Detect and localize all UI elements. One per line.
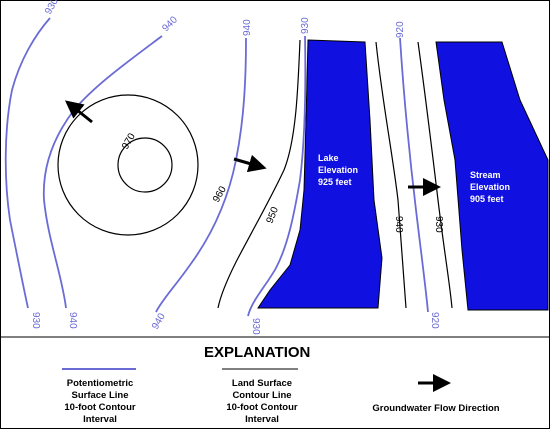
land-label-930: 930 xyxy=(433,216,444,233)
flow-arrow-northwest xyxy=(64,100,93,124)
land-label-970: 970 xyxy=(120,131,138,151)
lake-label-line2: Elevation xyxy=(318,165,358,175)
legend-land-text-1: Land Surface xyxy=(232,378,292,389)
pot-label-920-stream-bottom: 920 xyxy=(429,312,440,329)
stream-label-line2: Elevation xyxy=(470,182,510,192)
land-label-940: 940 xyxy=(393,216,404,233)
pot-line-930-west xyxy=(4,17,51,309)
pot-label-940-bottom-left: 940 xyxy=(67,312,78,329)
lake-label-line1: Lake xyxy=(318,153,339,163)
land-label-950: 950 xyxy=(265,205,282,225)
land-contour-950 xyxy=(217,39,301,309)
legend-land-text-2: Contour Line xyxy=(232,390,291,401)
pot-line-930-lakeshore xyxy=(247,35,307,317)
stream-label-line1: Stream xyxy=(470,170,501,180)
land-contour-940 xyxy=(375,41,407,309)
lake-label-line3: 925 feet xyxy=(318,177,352,187)
pot-label-930-bottom: 930 xyxy=(30,312,41,329)
legend-pot-text-1: Potentiometric xyxy=(67,378,134,389)
legend-land-text-4: Interval xyxy=(245,414,279,425)
pot-line-940-central xyxy=(155,37,247,313)
stream-label-line3: 905 feet xyxy=(470,194,504,204)
flow-arrow-east-1 xyxy=(233,154,267,173)
pot-label-920-stream-top: 920 xyxy=(395,21,406,38)
pot-label-940-col: 940 xyxy=(242,19,253,36)
stream-polygon xyxy=(435,41,549,311)
land-contour-970 xyxy=(117,137,173,193)
pot-label-930-lake-bottom: 930 xyxy=(250,318,261,335)
land-contour-930 xyxy=(417,41,453,309)
legend-pot-text-2: Surface Line xyxy=(71,390,128,401)
lake-polygon xyxy=(257,39,383,309)
pot-label-930-top: 930 xyxy=(43,0,61,16)
pot-line-920-stream xyxy=(399,37,429,313)
land-label-960: 960 xyxy=(211,184,229,204)
pot-label-930-lake-top: 930 xyxy=(300,17,311,34)
pot-line-940-northwest xyxy=(42,35,163,309)
pot-label-940-top: 940 xyxy=(160,14,180,34)
legend-pot-text-3: 10-foot Contour xyxy=(64,402,136,413)
legend-flow-text: Groundwater Flow Direction xyxy=(372,403,499,414)
legend-title: EXPLANATION xyxy=(204,344,310,361)
land-contour-960 xyxy=(57,94,199,236)
legend-pot-text-4: Interval xyxy=(83,414,117,425)
legend-land-text-3: 10-foot Contour xyxy=(226,402,298,413)
pot-label-940-bottom-mid: 940 xyxy=(150,311,168,331)
